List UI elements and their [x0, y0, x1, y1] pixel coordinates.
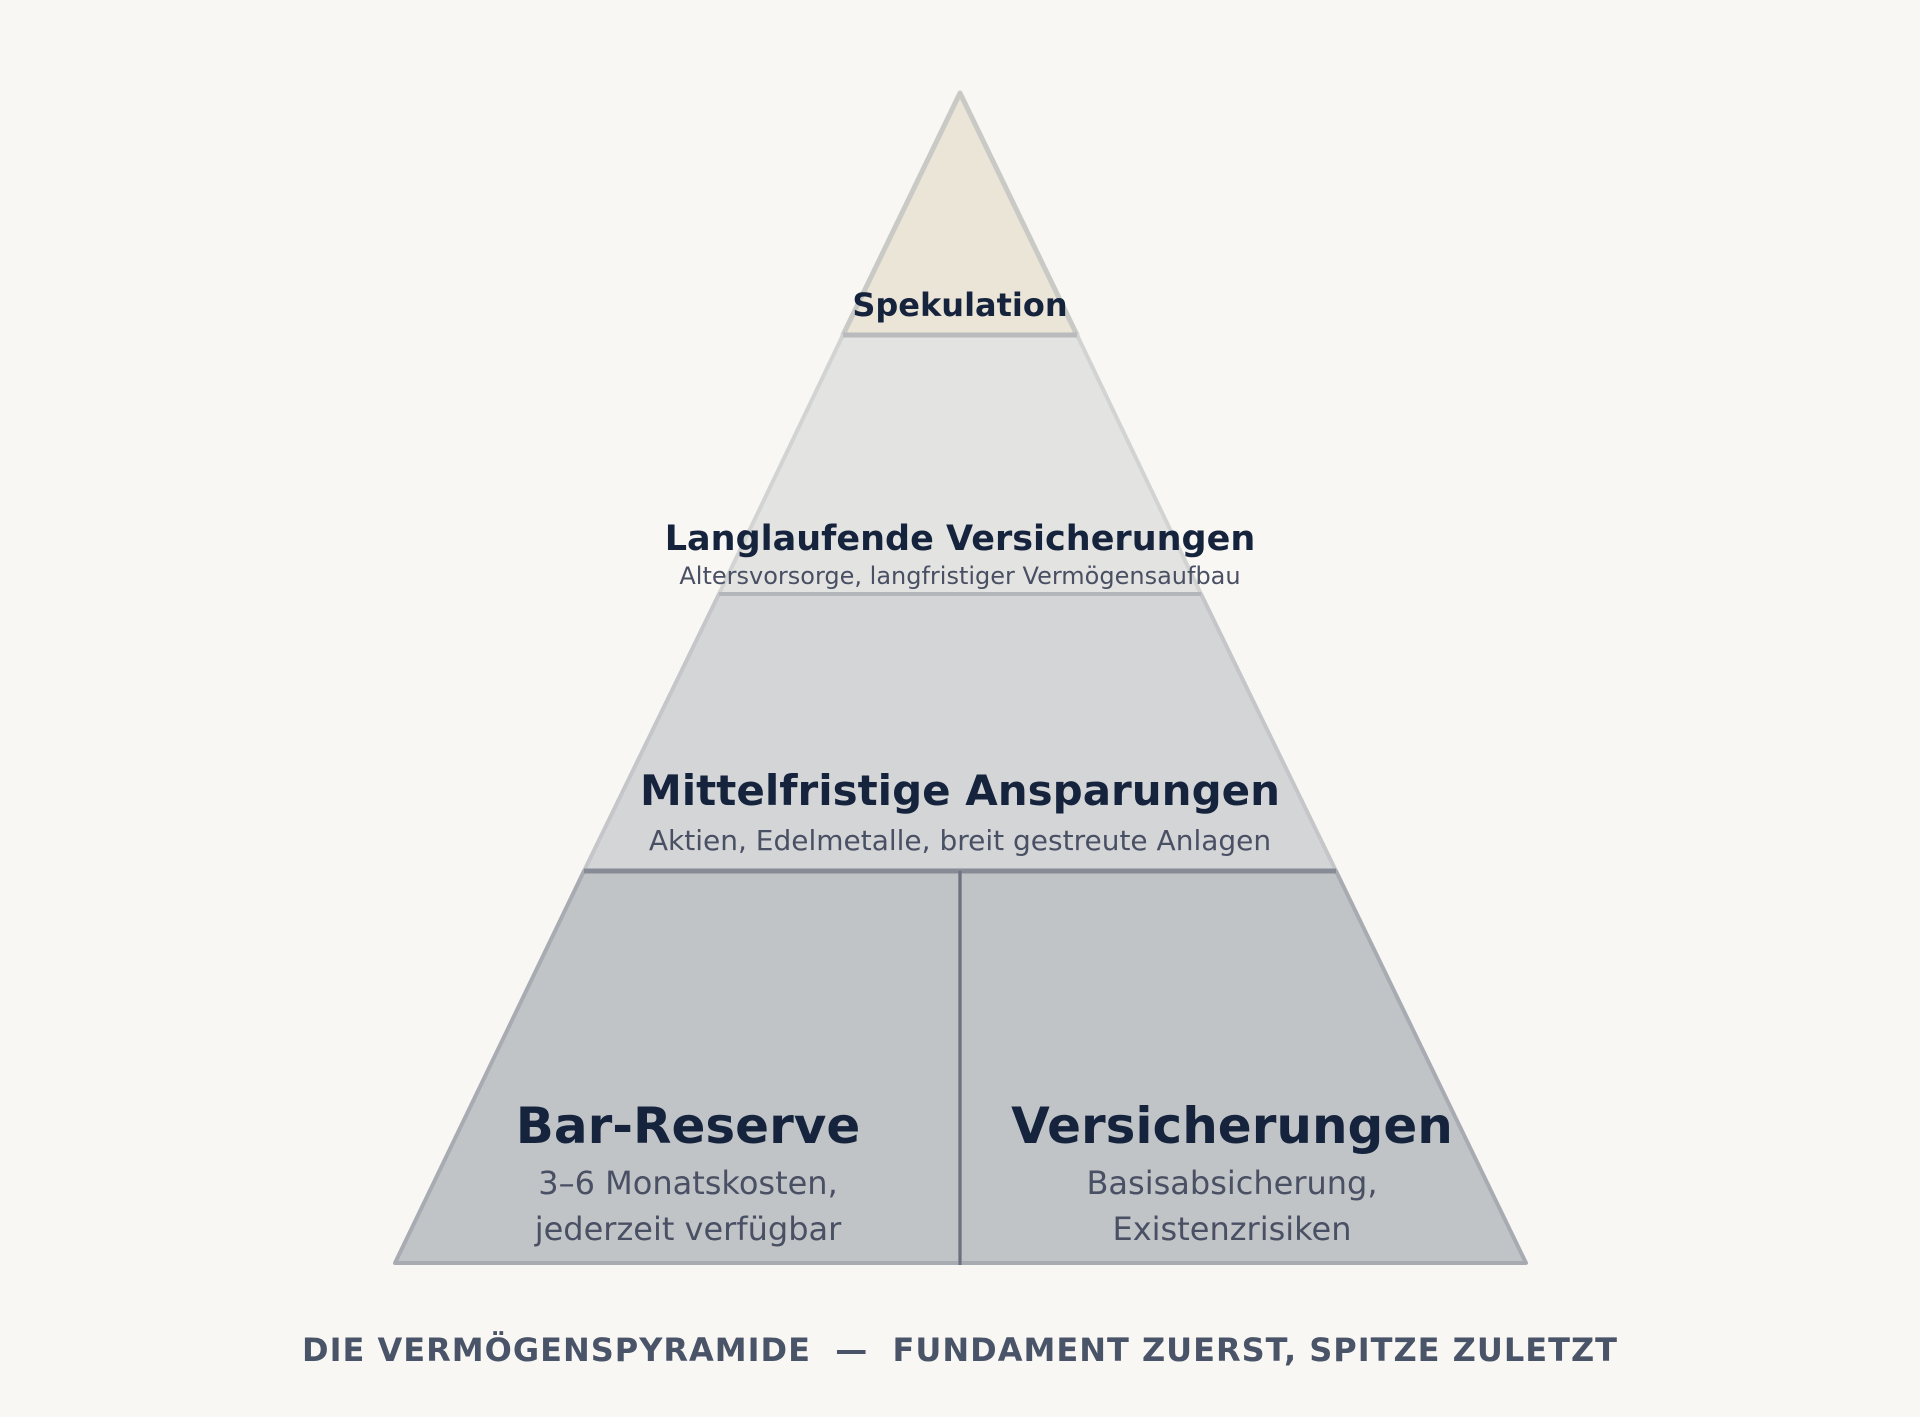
tier-bar-reserve-title: Bar-Reserve	[516, 1097, 861, 1155]
tier-bar-reserve-subtitle-line1: 3–6 Monatskosten,	[538, 1164, 838, 1202]
tier-langlaufende-versicherungen-subtitle: Altersvorsorge, langfristiger Vermögensa…	[679, 562, 1240, 590]
tier-langlaufende-versicherungen-title: Langlaufende Versicherungen	[665, 519, 1256, 559]
tier-bar-reserve-subtitle-line2: jederzeit verfügbar	[534, 1210, 842, 1248]
tier-bar-reserve-shape	[393, 869, 962, 1265]
tier-versicherungen-subtitle-line1: Basisabsicherung,	[1086, 1164, 1377, 1202]
footer-caption: DIE VERMÖGENSPYRAMIDE — FUNDAMENT ZUERST…	[302, 1331, 1618, 1369]
tier-versicherungen-shape	[958, 869, 1528, 1265]
tier-mittelfristige-ansparungen-title: Mittelfristige Ansparungen	[640, 766, 1280, 815]
tier-versicherungen-subtitle-line2: Existenzrisiken	[1113, 1210, 1352, 1248]
tier-spekulation-title: Spekulation	[852, 286, 1067, 324]
tier-mittelfristige-ansparungen-subtitle: Aktien, Edelmetalle, breit gestreute Anl…	[649, 824, 1271, 857]
tier-versicherungen-title: Versicherungen	[1011, 1097, 1453, 1155]
